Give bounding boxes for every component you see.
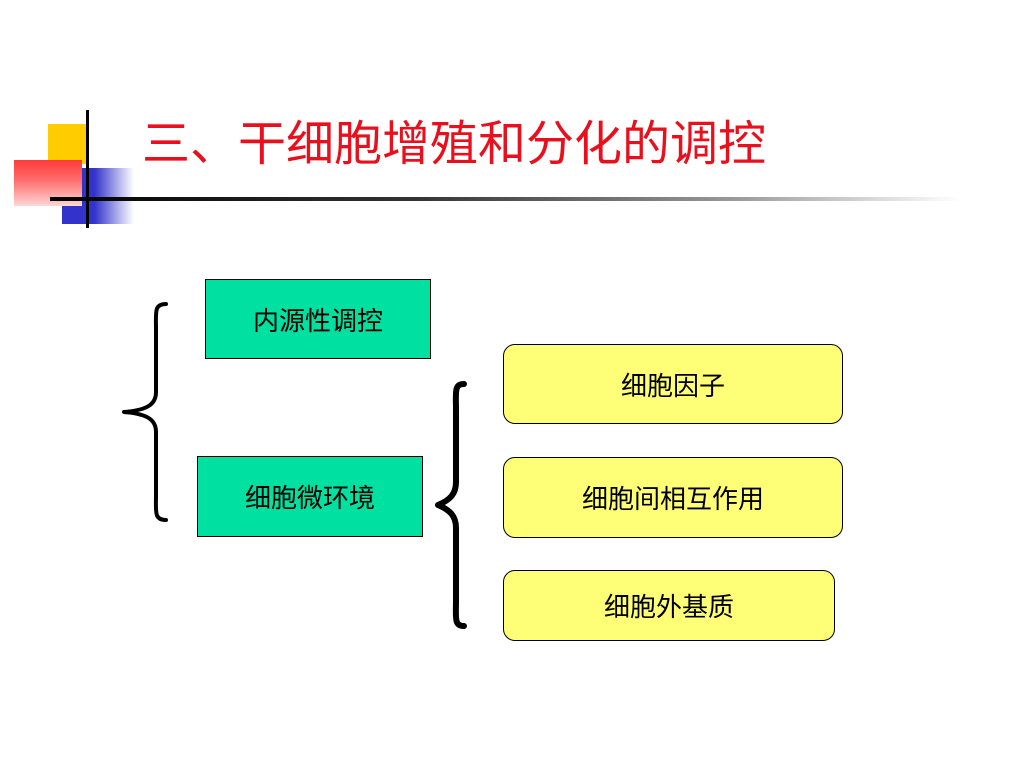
left-brace (122, 302, 168, 522)
box-cell-microenvironment: 细胞微环境 (197, 456, 423, 537)
box-extracellular-matrix: 细胞外基质 (503, 570, 835, 641)
decorative-vertical-line (86, 110, 89, 228)
slide-title: 三、干细胞增殖和分化的调控 (142, 116, 767, 172)
box-label: 细胞外基质 (603, 593, 734, 623)
box-label: 细胞微环境 (244, 484, 375, 514)
inner-brace (435, 381, 467, 629)
box-label: 内源性调控 (252, 306, 383, 337)
decorative-yellow-square (48, 124, 88, 164)
box-cell-interaction: 细胞间相互作用 (503, 457, 843, 538)
box-endogenous-regulation: 内源性调控 (205, 279, 431, 359)
box-label: 细胞因子 (620, 371, 725, 402)
box-label: 细胞间相互作用 (581, 485, 764, 515)
title-underline (50, 197, 960, 201)
box-cytokines: 细胞因子 (503, 344, 843, 424)
